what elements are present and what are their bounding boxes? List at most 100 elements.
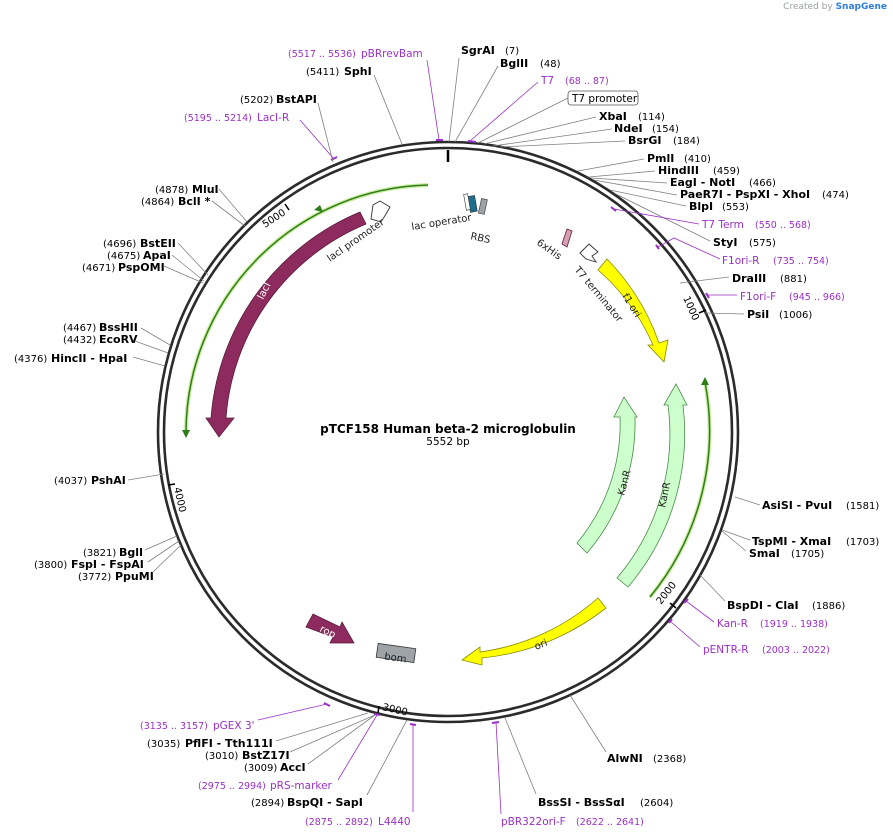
primer-f1ori-r: F1ori-R (735 .. 754) [657,237,829,267]
primer-t7: T7 (68 .. 87) [469,75,609,142]
snapgene-credit: Created by SnapGene [783,2,887,12]
svg-text:AsiSI - PvuI: AsiSI - PvuI [762,499,832,512]
svg-text:(4671): (4671) [82,263,115,274]
svg-text:XbaI: XbaI [599,110,627,123]
orf-arc-kanR [649,381,711,598]
feature-ori [461,597,607,666]
svg-text:(410): (410) [684,154,711,165]
svg-text:(4864): (4864) [141,197,174,208]
svg-text:(2368): (2368) [653,754,686,765]
svg-text:Kan-R: Kan-R [717,618,748,630]
site-xbai: XbaI (114) [483,110,665,145]
svg-text:BglII: BglII [500,57,528,70]
svg-text:HindIII: HindIII [658,164,699,177]
svg-text:(4037): (4037) [54,476,87,487]
site-blpi: BlpI (553) [609,189,749,213]
site-bcli: (4864) BclI * [141,195,246,227]
svg-text:(2894): (2894) [251,798,284,809]
svg-text:PsiI: PsiI [747,308,769,321]
feature-bom [375,642,417,664]
primer-pbr322ori-f: pBR322ori-F (2622 .. 2641) [495,721,644,828]
svg-text:(945 .. 966): (945 .. 966) [789,292,845,303]
map-length: 5552 bp [426,436,470,448]
feature-rbs [478,198,488,215]
site-bglii: BglII (48) [454,57,561,143]
svg-text:PshAI: PshAI [91,474,126,487]
backbone-inner [162,146,734,718]
svg-text:(2875 .. 2892): (2875 .. 2892) [305,817,373,828]
svg-text:PmlI: PmlI [647,152,674,165]
svg-text:(3009): (3009) [244,763,277,774]
svg-text:T7 Term: T7 Term [701,219,744,231]
svg-text:(2604): (2604) [640,798,673,809]
primer-l4440: (2875 .. 2892) L4440 [305,725,414,828]
site-ecorv: (4432) EcoRV [63,333,169,354]
svg-text:TspMI - XmaI: TspMI - XmaI [752,535,831,548]
svg-text:BspDI - ClaI: BspDI - ClaI [727,599,799,612]
svg-text:(553): (553) [722,202,749,213]
site-psii: PsiI (1006) [704,308,812,321]
feature-kanR-outer-label: KanR [657,481,673,509]
svg-text:pBR322ori-F: pBR322ori-F [501,816,566,828]
svg-text:DraIII: DraIII [732,272,766,285]
svg-text:(881): (881) [780,274,807,285]
svg-text:(3010): (3010) [205,751,238,762]
site-bstapi: (5202) BstAPI [240,93,334,163]
svg-text:(1886): (1886) [812,601,845,612]
site-fspi-fspai: (3800) FspI - FspAI [34,540,180,571]
svg-text:BstEII: BstEII [140,237,176,250]
svg-text:(459): (459) [713,166,740,177]
svg-text:(550 .. 568): (550 .. 568) [755,220,811,231]
svg-text:AlwNI: AlwNI [607,752,643,765]
orf-arc-kanR-head [701,377,709,385]
svg-text:5000: 5000 [261,207,288,230]
svg-text:pRS-marker: pRS-marker [270,780,333,792]
primer-pbrrevbam: (5517 .. 5536) pBRrevBam [288,48,440,141]
svg-text:(1919 .. 1938): (1919 .. 1938) [760,619,828,630]
primer-pentr-r: pENTR-R (2003 .. 2022) [669,620,830,656]
svg-text:BspQI - SapI: BspQI - SapI [287,796,363,809]
site-pspomi: (4671) PspOMI [82,261,204,284]
svg-text:pBRrevBam: pBRrevBam [361,48,423,60]
site-pflfi-tth111i: (3035) PflFI - Tth111I [147,712,369,750]
svg-text:pGEX 3': pGEX 3' [213,720,255,732]
svg-text:StyI: StyI [713,236,737,249]
svg-text:(184): (184) [673,136,700,147]
site-bsrgi: BsrGI (184) [499,134,700,148]
feature-rbs-label: RBS [469,231,491,246]
svg-text:T7 promoter: T7 promoter [571,93,638,105]
site-smai: SmaI (1705) [721,530,824,560]
svg-text:(4878): (4878) [155,185,188,196]
svg-text:(114): (114) [638,112,665,123]
site-paer7i-pspxi-xhoi: PaeR7I - PspXI - XhoI (474) [593,179,849,201]
svg-text:(7): (7) [505,46,519,57]
svg-text:BlpI: BlpI [689,200,713,213]
svg-text:(2975 .. 2994): (2975 .. 2994) [198,781,266,792]
svg-text:NdeI: NdeI [614,122,643,135]
svg-text:T7: T7 [540,75,554,87]
feature-kanR-outer [616,383,688,588]
primer-pgex3: (3135 .. 3157) pGEX 3' [140,703,328,732]
site-hincii-hpai: (4376) HincII - HpaI [14,352,166,367]
svg-text:PpuMI: PpuMI [115,570,154,583]
svg-text:(68 .. 87): (68 .. 87) [565,76,609,87]
orf-arc-lacI [185,184,429,433]
svg-text:EagI - NotI: EagI - NotI [670,176,735,189]
svg-text:(3772): (3772) [78,572,111,583]
site-apai: (4675) ApaI [107,249,205,282]
svg-text:PflFI - Tth111I: PflFI - Tth111I [185,737,273,750]
site-ndei: NdeI (154) [492,122,679,147]
feature-t7-terminator [579,243,599,263]
svg-text:(48): (48) [540,59,561,70]
site-bsshii: (4467) BssHII [63,321,171,346]
site-acci: (3009) AccI [244,714,376,774]
primer-t7-term: T7 Term (550 .. 568) [613,208,811,231]
svg-text:FspI - FspAI: FspI - FspAI [71,558,144,571]
feature-lacI [205,211,367,438]
map-title: pTCF158 Human beta-2 microglobulin [320,422,576,436]
svg-text:(4675): (4675) [107,251,140,262]
primer-f1ori-f: F1ori-F (945 .. 966) [708,291,845,303]
svg-text:(2003 .. 2022): (2003 .. 2022) [762,645,830,656]
site-pmli: PmlI (410) [577,152,711,172]
svg-text:BclI *: BclI * [178,195,211,208]
